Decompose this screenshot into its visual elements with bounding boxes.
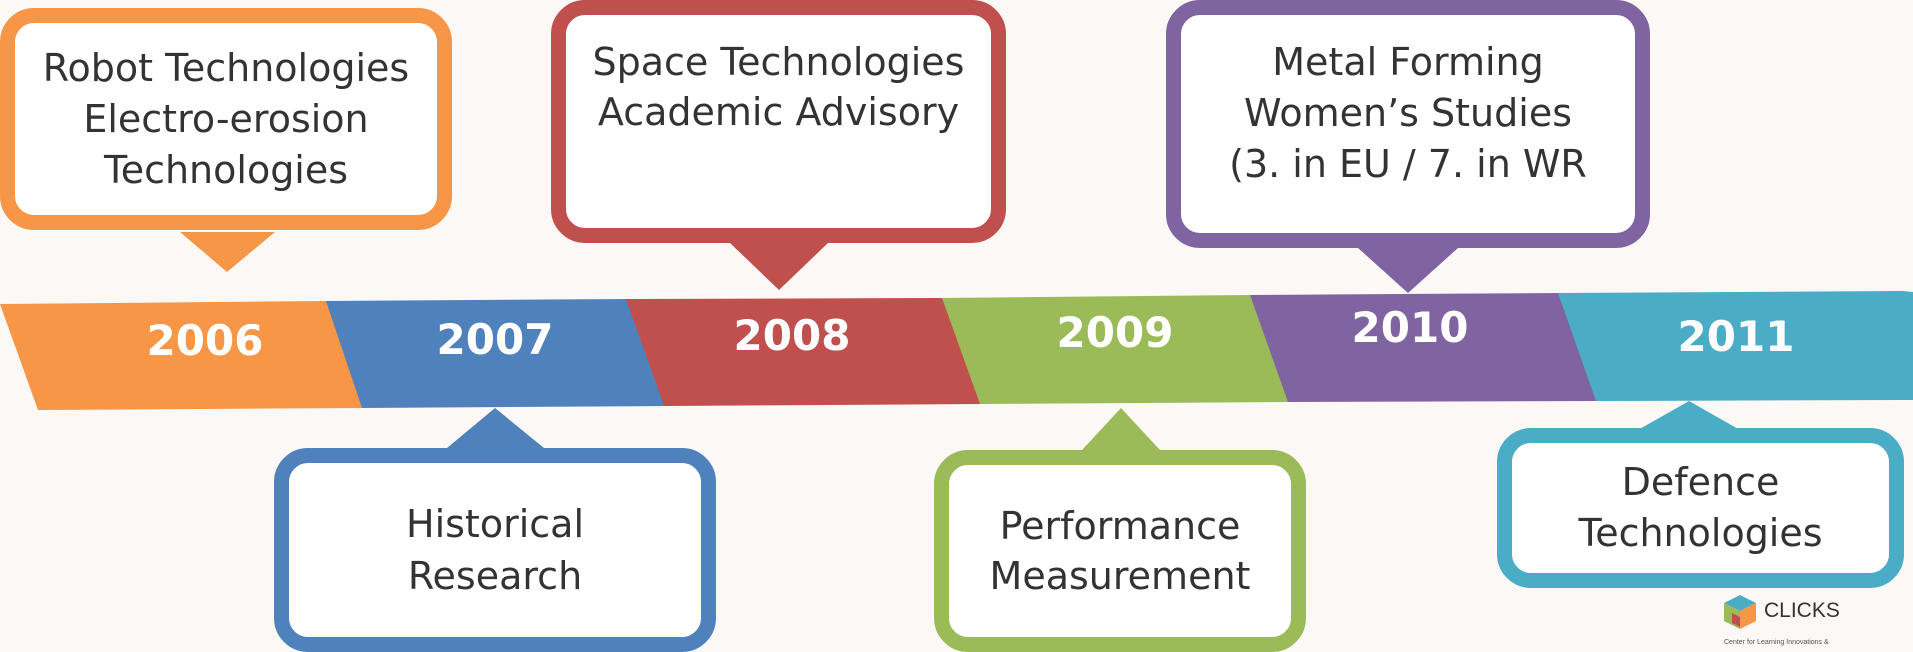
callout-text-line: Research (407, 554, 583, 598)
year-label-2007: 2007 (437, 315, 554, 364)
callout-text-line: Measurement (989, 554, 1251, 598)
band-segment-2006 (0, 301, 364, 410)
callout-pointer-2010 (1358, 248, 1458, 293)
year-label-2010: 2010 (1352, 303, 1469, 352)
band-segment-2008 (626, 298, 982, 406)
callout-text-line: (3. in EU / 7. in WR (1229, 142, 1587, 186)
callout-pointer-2009 (1082, 408, 1160, 450)
callout-text-line: Academic Advisory (597, 90, 960, 134)
callout-pointer-2007 (447, 408, 544, 448)
callout-text-line: Defence (1621, 460, 1780, 504)
callout-pointer-2006 (180, 232, 275, 272)
year-label-2009: 2009 (1057, 308, 1174, 357)
callout-text-line: Robot Technologies (42, 45, 410, 90)
callout-text-line: Electro-erosion (83, 96, 369, 141)
band-segment-2009 (942, 295, 1290, 404)
callout-text-line: Performance (999, 504, 1241, 548)
callout-text-line: Women’s Studies (1244, 91, 1572, 135)
band-segment-2010 (1250, 293, 1598, 402)
logo-name: CLICKS (1764, 599, 1840, 622)
band-segment-2011 (1558, 291, 1913, 401)
year-label-2008: 2008 (734, 311, 851, 360)
callout-pointer-2011 (1638, 401, 1740, 430)
cube-logo-icon (1724, 595, 1756, 629)
callout-pointer-2008 (730, 243, 828, 290)
callout-text-line: Technologies (1578, 511, 1823, 555)
clicks-logo: CLICKS Center for Learning Innovations & (1718, 593, 1858, 652)
logo-tagline: Center for Learning Innovations & (1724, 639, 1829, 646)
callout-text-line: Space Technologies (592, 40, 965, 84)
year-label-2011: 2011 (1678, 312, 1795, 361)
callout-text-line: Historical (406, 502, 584, 546)
callout-text-line: Technologies (103, 147, 349, 192)
band-segment-2007 (326, 299, 666, 408)
callout-text-line: Metal Forming (1272, 40, 1544, 84)
year-label-2006: 2006 (147, 316, 264, 365)
